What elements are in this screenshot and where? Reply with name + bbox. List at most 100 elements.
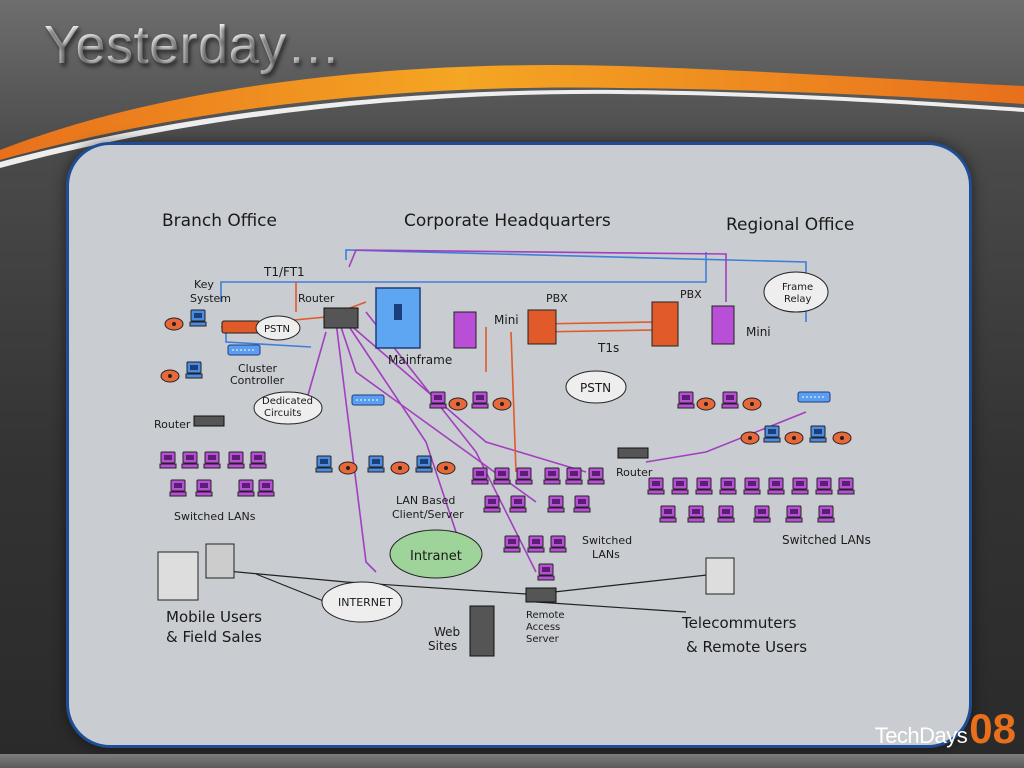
router-branch-label: Router — [154, 418, 191, 431]
phone-icon — [390, 461, 410, 475]
t1s-label: T1s — [597, 341, 619, 355]
switched-branch-label: Switched LANs — [174, 510, 256, 523]
pc-icon — [249, 451, 267, 469]
web-label-2: Sites — [428, 639, 457, 653]
pbx-hq-label: PBX — [546, 292, 568, 305]
pc-icon — [809, 425, 827, 443]
pc-icon — [695, 477, 713, 495]
pc-icon — [203, 451, 221, 469]
pc-icon — [367, 455, 385, 473]
pc-icon — [471, 391, 489, 409]
cluster-controller-icon — [227, 344, 261, 356]
pc-icon — [185, 361, 203, 379]
t1ft1-label: T1/FT1 — [263, 265, 305, 279]
mobile-label-1: Mobile Users — [166, 608, 262, 626]
switch-icon — [797, 391, 831, 403]
lan-based-label-1: LAN Based — [396, 494, 455, 507]
web-label-1: Web — [434, 625, 460, 639]
lan-client-server: LAN Based Client/Server — [315, 394, 464, 521]
pc-icon — [671, 477, 689, 495]
phone-icon — [492, 397, 512, 411]
pc-icon — [763, 425, 781, 443]
pc-icon — [565, 467, 583, 485]
pc-icon — [189, 309, 207, 327]
dedicated-label-2: Circuits — [264, 408, 301, 419]
frame-relay-label-1: Frame — [782, 282, 813, 293]
pstn-cloud-icon — [255, 315, 301, 341]
region-regional-office: Regional Office — [726, 215, 854, 235]
frame-relay-label-2: Relay — [784, 294, 812, 305]
dedicated-circuits-cloud-icon — [253, 391, 323, 425]
phone-icon — [338, 461, 358, 475]
switch-icon — [351, 394, 385, 406]
intranet-cloud-icon — [389, 529, 483, 579]
pc-icon — [677, 391, 695, 409]
router-hq-label: Router — [298, 292, 335, 305]
pc-icon — [471, 467, 489, 485]
pc-icon — [315, 455, 333, 473]
pc-icon — [509, 495, 527, 513]
tele-label-1: Telecommuters — [681, 614, 797, 632]
pc-icon — [159, 451, 177, 469]
pstn-center-cloud-icon — [565, 370, 627, 404]
pc-icon — [659, 505, 677, 523]
intranet-label: Intranet — [410, 549, 462, 564]
pc-icon — [837, 477, 855, 495]
phone-icon — [742, 397, 762, 411]
phone-icon — [448, 397, 468, 411]
phone-icon — [740, 431, 760, 445]
switched-hq-label-1: Switched — [582, 534, 632, 547]
corporate-core: Router Mainframe Mini PBX T1s PSTN — [298, 287, 627, 411]
phone-icon — [784, 431, 804, 445]
pstn-branch-label: PSTN — [264, 324, 290, 335]
pbx-regional-label: PBX — [680, 288, 702, 301]
pc-icon — [415, 455, 433, 473]
pc-icon — [547, 495, 565, 513]
pc-icon — [429, 391, 447, 409]
remote-access — [215, 569, 717, 613]
remote-access-server-icon — [525, 587, 557, 603]
brand-logo: TechDays 08 — [874, 705, 1016, 752]
pbx-icon — [651, 301, 679, 347]
cluster-label-1: Cluster — [238, 362, 278, 375]
pc-icon — [767, 477, 785, 495]
pc-icon — [587, 467, 605, 485]
pc-icon — [493, 467, 511, 485]
network-diagram: Branch Office Corporate Headquarters Reg… — [154, 211, 871, 657]
pc-icon — [753, 505, 771, 523]
brand-year: 08 — [969, 705, 1016, 752]
pc-icon — [227, 451, 245, 469]
router-regional-label: Router — [616, 466, 653, 479]
router-icon — [617, 447, 649, 459]
pc-icon — [195, 479, 213, 497]
slide-title: Yesterday… — [44, 15, 342, 75]
phone-icon — [436, 461, 456, 475]
mini-computer-icon — [711, 305, 735, 345]
branch-switched-lans: Dedicated Circuits Router Switched LANs — [154, 391, 323, 523]
frame-relay-cloud-icon — [763, 271, 829, 313]
ras-label-1: Remote — [526, 610, 565, 621]
wan-links — [220, 249, 807, 573]
tele-label-2: & Remote Users — [686, 638, 807, 656]
phone-icon — [696, 397, 716, 411]
footer-bar — [0, 754, 1024, 768]
key-system-label-2: System — [190, 292, 231, 305]
region-branch-office: Branch Office — [162, 211, 277, 231]
pc-icon — [483, 495, 501, 513]
internet-label: INTERNET — [338, 596, 393, 609]
remote-access-nodes: Mobile Users & Field Sales INTERNET Intr… — [157, 529, 807, 657]
dedicated-label-1: Dedicated — [262, 396, 313, 407]
laptop-icon — [205, 543, 235, 579]
pc-icon — [549, 535, 567, 553]
internet-cloud-icon — [321, 581, 403, 623]
pc-icon — [815, 477, 833, 495]
web-server-icon — [469, 605, 495, 657]
key-system-label-1: Key — [194, 278, 214, 291]
phone-icon — [164, 317, 184, 331]
router-icon — [323, 307, 359, 329]
brand-text: TechDays — [874, 723, 968, 748]
pc-icon — [743, 477, 761, 495]
pc-icon — [503, 535, 521, 553]
diagram-panel — [66, 142, 972, 748]
pc-icon — [543, 467, 561, 485]
